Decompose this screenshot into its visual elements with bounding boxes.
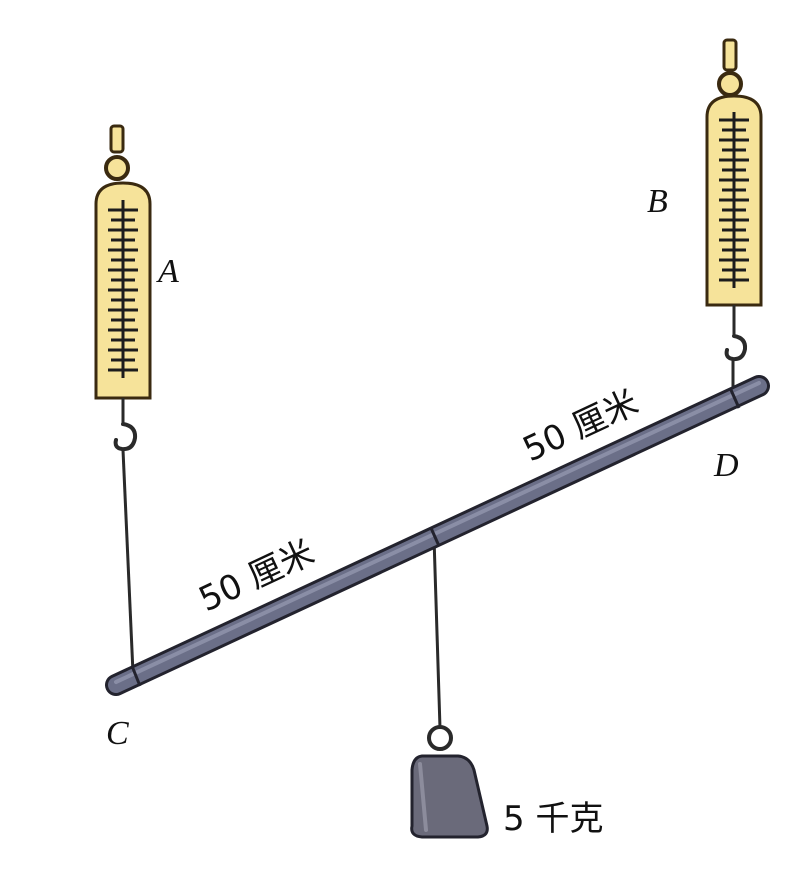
spring-scale-a: A (94, 124, 179, 452)
string-to-weight (432, 537, 442, 729)
scale-a-label: A (156, 253, 179, 290)
string-a-to-c (121, 449, 135, 674)
end-d-label: D (713, 447, 739, 484)
lever-bar (105, 375, 770, 696)
spring-scale-b: B (647, 38, 763, 362)
scale-b-label: B (647, 183, 668, 220)
scale-a-ticks (108, 200, 138, 378)
weight-5kg: 5 千克 (410, 725, 603, 839)
scale-b-ticks (719, 112, 749, 288)
end-c-label: C (106, 715, 129, 752)
weight-label: 5 千克 (503, 799, 603, 839)
